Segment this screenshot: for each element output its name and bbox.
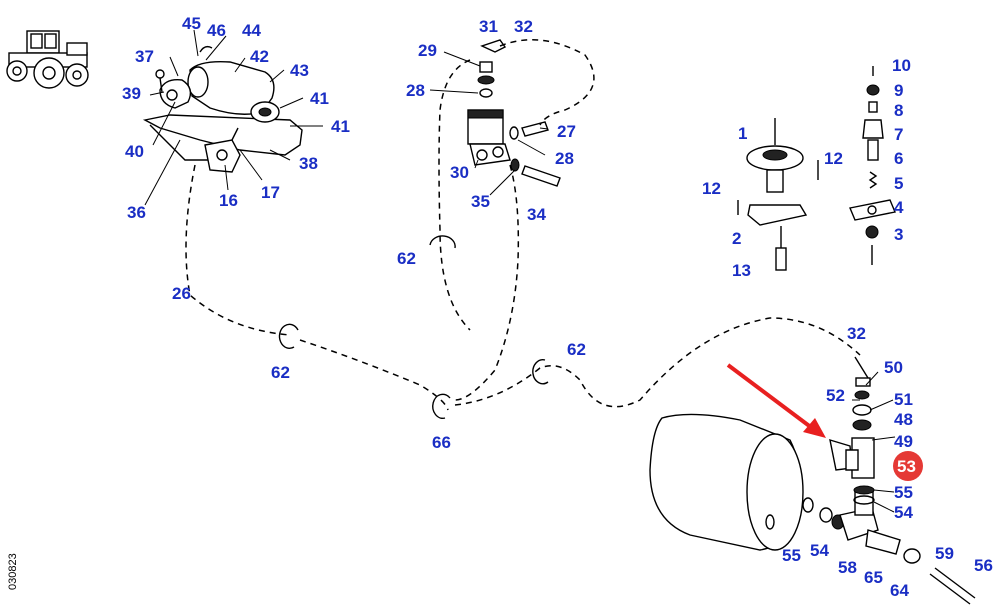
label-41-b[interactable]: 41	[331, 117, 350, 136]
label-51[interactable]: 51	[894, 390, 913, 409]
label-3[interactable]: 3	[894, 225, 903, 244]
label-45[interactable]: 45	[182, 14, 201, 33]
label-28-b[interactable]: 28	[555, 149, 574, 168]
label-26[interactable]: 26	[172, 284, 191, 303]
label-36[interactable]: 36	[127, 203, 146, 222]
label-30[interactable]: 30	[450, 163, 469, 182]
label-62-a[interactable]: 62	[397, 249, 416, 268]
indicator-arrow	[726, 363, 826, 438]
label-62-b[interactable]: 62	[271, 363, 290, 382]
label-66[interactable]: 66	[432, 433, 451, 452]
label-39[interactable]: 39	[122, 84, 141, 103]
label-35[interactable]: 35	[471, 192, 490, 211]
label-6[interactable]: 6	[894, 149, 903, 168]
label-9[interactable]: 9	[894, 81, 903, 100]
tractor-icon	[6, 30, 89, 89]
label-17[interactable]: 17	[261, 183, 280, 202]
label-32-a[interactable]: 32	[514, 17, 533, 36]
label-53[interactable]: 53	[897, 457, 916, 476]
label-27[interactable]: 27	[557, 122, 576, 141]
label-55-a[interactable]: 55	[894, 483, 913, 502]
leaders-valve	[429, 51, 549, 196]
label-13[interactable]: 13	[732, 261, 751, 280]
label-4[interactable]: 4	[894, 198, 904, 217]
label-43[interactable]: 43	[290, 61, 309, 80]
label-50[interactable]: 50	[884, 358, 903, 377]
label-40[interactable]: 40	[125, 142, 144, 161]
label-28-a[interactable]: 28	[406, 81, 425, 100]
label-44[interactable]: 44	[242, 21, 261, 40]
reservoir-assembly	[142, 45, 303, 173]
pressure-switch-assembly	[737, 66, 896, 271]
label-62-c[interactable]: 62	[567, 340, 586, 359]
label-41-a[interactable]: 41	[310, 89, 329, 108]
label-5[interactable]: 5	[894, 174, 903, 193]
label-64[interactable]: 64	[890, 581, 909, 600]
label-10[interactable]: 10	[892, 56, 911, 75]
label-46[interactable]: 46	[207, 21, 226, 40]
part-labels: 45 46 44 37 42 43 39 41 41 40 38 36 16 1…	[122, 14, 993, 600]
label-12-b[interactable]: 12	[702, 179, 721, 198]
label-16[interactable]: 16	[219, 191, 238, 210]
label-38[interactable]: 38	[299, 154, 318, 173]
valve-assembly	[438, 39, 595, 401]
label-55-b[interactable]: 55	[782, 546, 801, 565]
label-59[interactable]: 59	[935, 544, 954, 563]
label-1[interactable]: 1	[738, 124, 747, 143]
label-56[interactable]: 56	[974, 556, 993, 575]
label-58[interactable]: 58	[838, 558, 857, 577]
label-7[interactable]: 7	[894, 125, 903, 144]
label-32-b[interactable]: 32	[847, 324, 866, 343]
label-54-b[interactable]: 54	[810, 541, 829, 560]
leaders-upper-left	[144, 29, 323, 206]
clip-rings	[278, 235, 549, 419]
label-34[interactable]: 34	[527, 205, 546, 224]
label-48[interactable]: 48	[894, 410, 913, 429]
label-49[interactable]: 49	[894, 432, 913, 451]
highlight-badge	[893, 451, 923, 481]
label-54-a[interactable]: 54	[894, 503, 913, 522]
label-29[interactable]: 29	[418, 41, 437, 60]
hose-lines	[185, 164, 861, 411]
label-2[interactable]: 2	[732, 229, 741, 248]
label-52[interactable]: 52	[826, 386, 845, 405]
label-37[interactable]: 37	[135, 47, 154, 66]
label-42[interactable]: 42	[250, 47, 269, 66]
air-tank-assembly	[649, 356, 976, 605]
leaders-tank	[852, 371, 896, 513]
label-31[interactable]: 31	[479, 17, 498, 36]
label-65[interactable]: 65	[864, 568, 883, 587]
reference-code: 030823	[7, 553, 19, 590]
label-12-a[interactable]: 12	[824, 149, 843, 168]
label-8[interactable]: 8	[894, 101, 903, 120]
